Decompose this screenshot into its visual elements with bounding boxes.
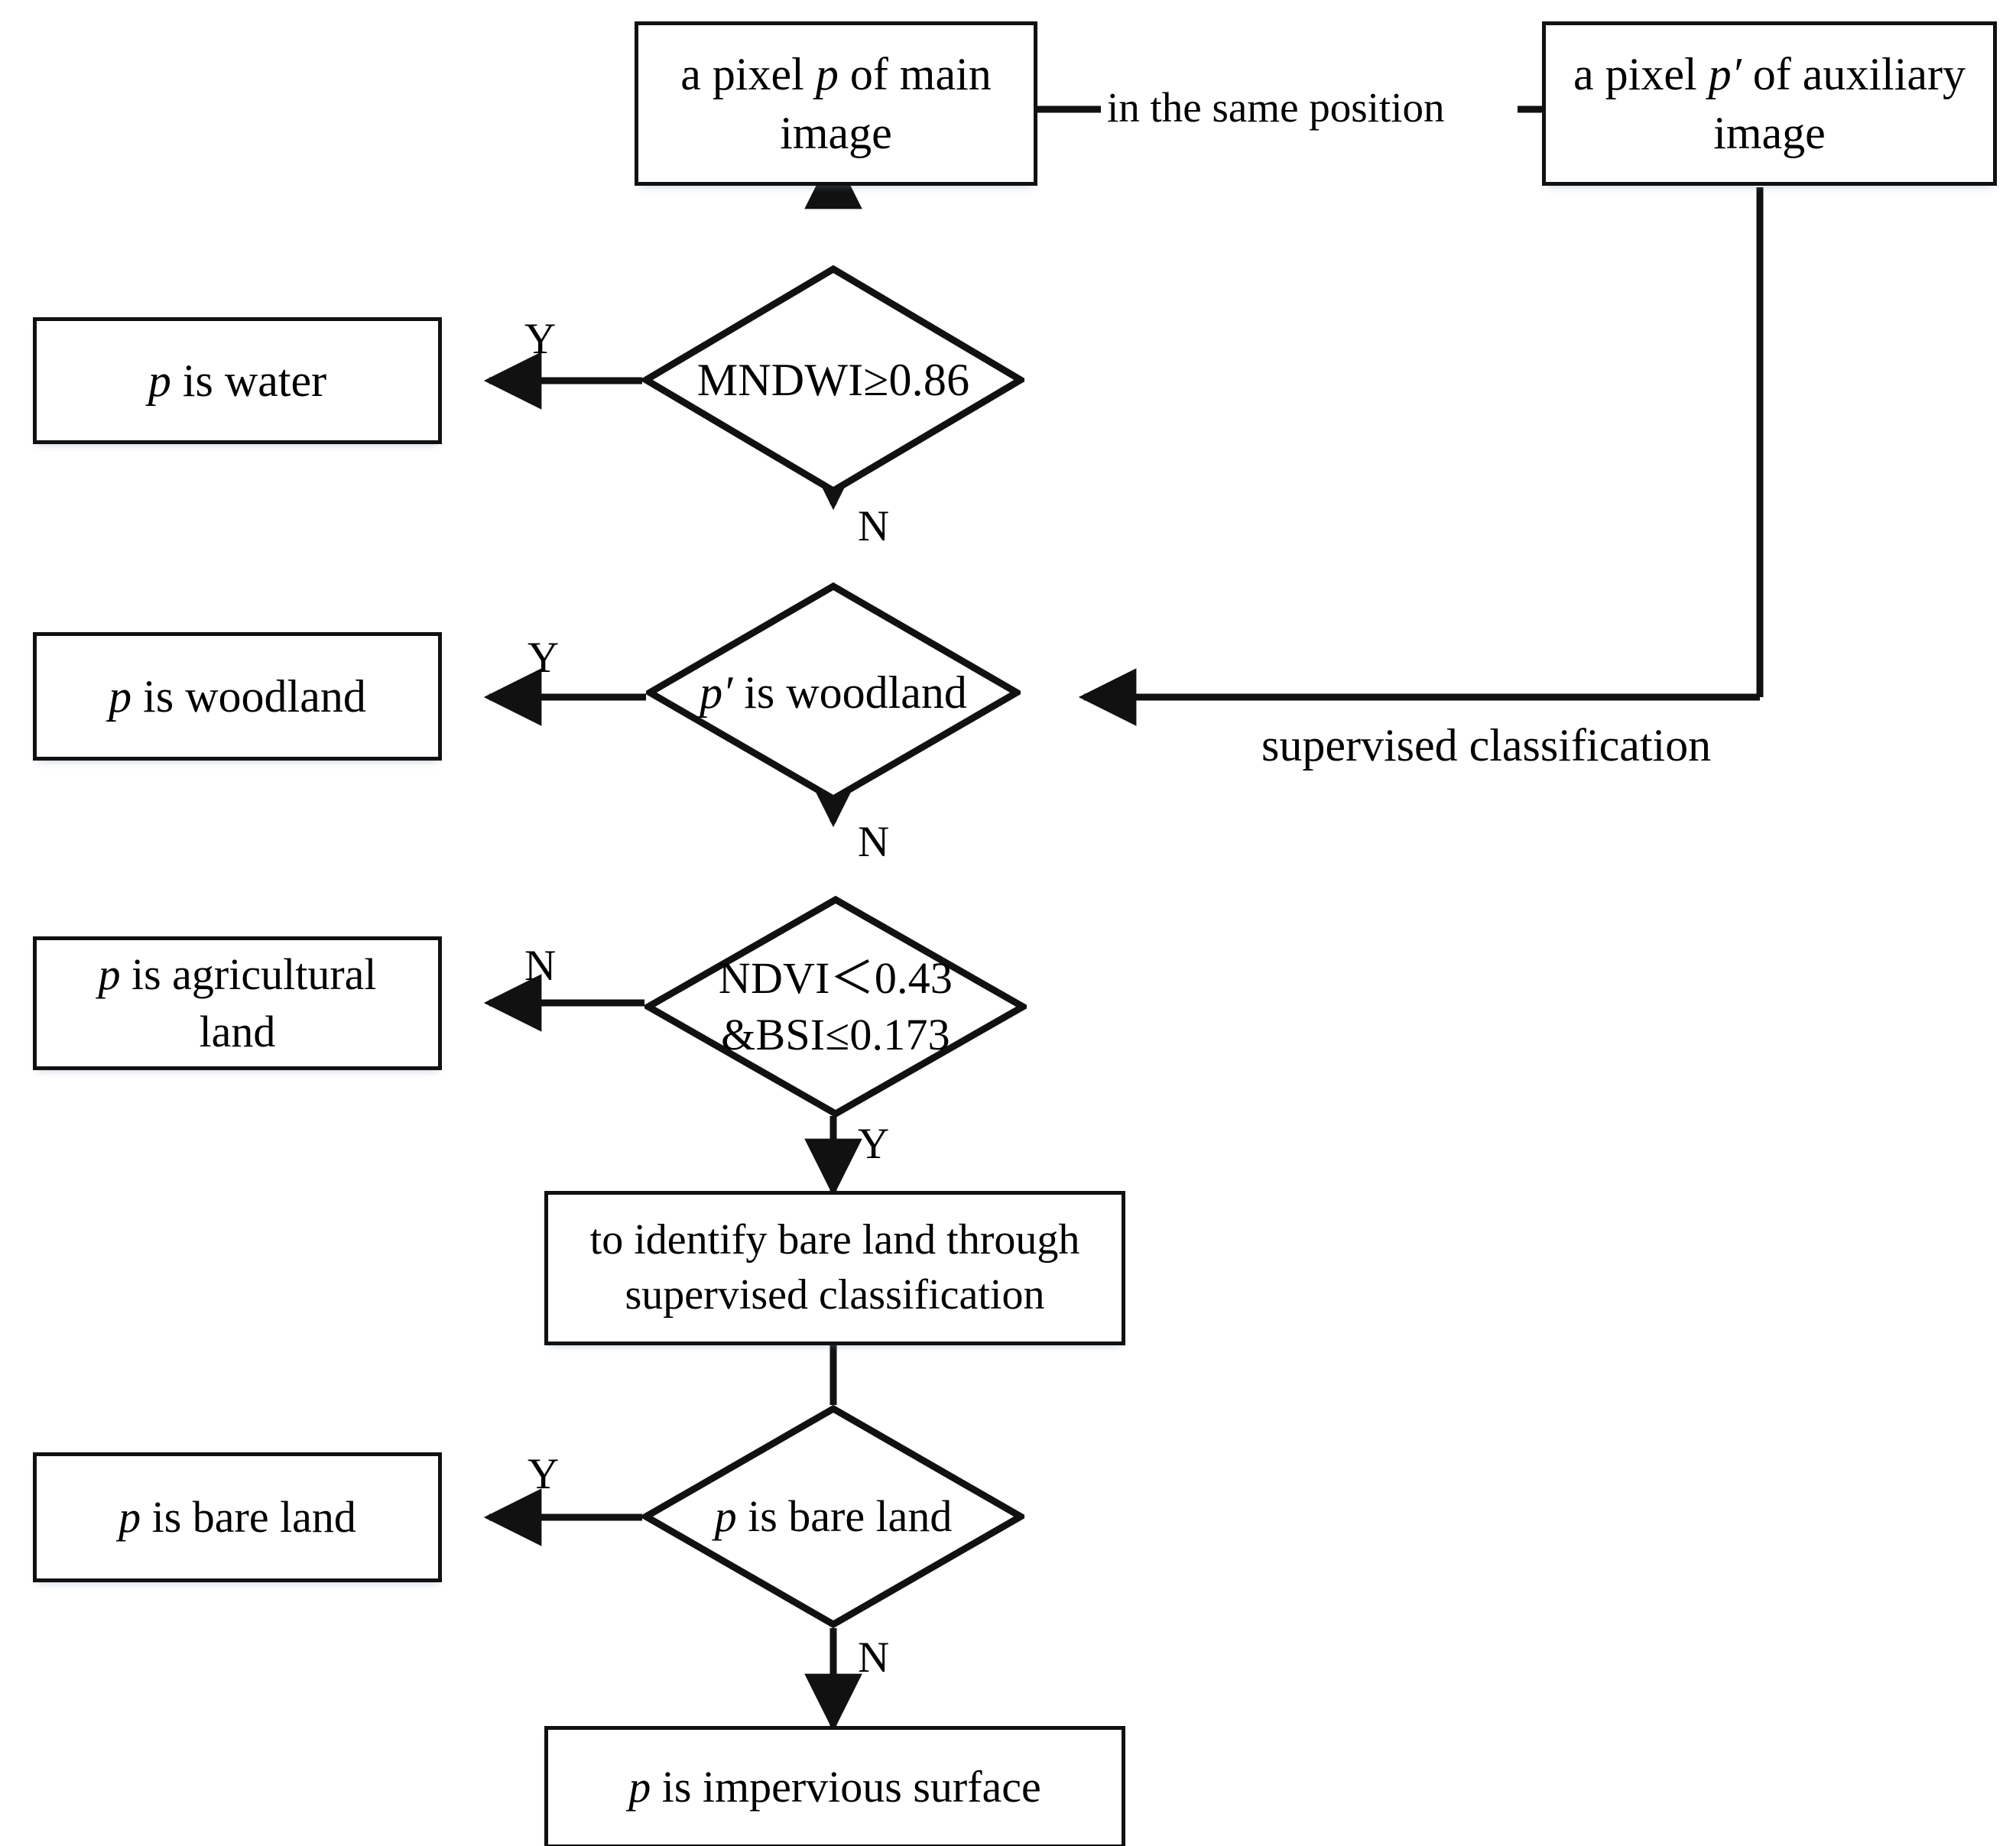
agri-line2: land bbox=[199, 1006, 276, 1056]
diamond-shape bbox=[642, 265, 1024, 495]
p-is-bare-land-text: p is bare land bbox=[118, 1491, 356, 1542]
edge-label-same-position: in the same position bbox=[1101, 86, 1451, 128]
node-p-is-bare-land[interactable]: p is bare land bbox=[33, 1452, 442, 1582]
edge-label-bare-yes: Y bbox=[528, 1450, 560, 1498]
node-aux-pixel[interactable]: a pixel p′ of auxiliary image bbox=[1542, 21, 1997, 186]
diamond-shape bbox=[646, 582, 1021, 803]
ndvi-line2: &BSI≤0.173 bbox=[721, 1010, 950, 1059]
p-is-woodland-text: p is woodland bbox=[109, 670, 366, 722]
edge-label-woodland-no: N bbox=[858, 818, 890, 866]
aux-pixel-line2: image bbox=[1713, 107, 1826, 158]
edge-label-mndwi-yes: Y bbox=[524, 315, 557, 363]
node-p-is-impervious-surface[interactable]: p is impervious surface bbox=[544, 1726, 1125, 1846]
agri-line1: p is agricultural bbox=[98, 949, 377, 1000]
edge-label-supervised-classification: supervised classification bbox=[1261, 720, 1712, 771]
node-mndwi-decision[interactable]: MNDWI≥0.86 bbox=[642, 265, 1024, 495]
mndwi-text: MNDWI≥0.86 bbox=[696, 354, 970, 405]
ndvi-bsi-text: NDVI＜0.43 &BSI≤0.173 bbox=[674, 950, 998, 1063]
node-p-is-woodland[interactable]: p is woodland bbox=[33, 632, 442, 761]
diamond-shape bbox=[644, 896, 1027, 1118]
edge-label-woodland-yes: Y bbox=[528, 634, 560, 682]
node-p-is-agricultural-land[interactable]: p is agricultural land bbox=[33, 936, 442, 1070]
edge-label-mndwi-no: N bbox=[858, 502, 890, 550]
p-is-water-text: p is water bbox=[148, 355, 327, 406]
edge-label-ndvi-no: N bbox=[524, 942, 557, 990]
main-pixel-line1: a pixel p of main bbox=[680, 48, 992, 99]
node-bare-land-decision[interactable]: p is bare land bbox=[642, 1405, 1024, 1628]
edge-label-ndvi-yes: Y bbox=[858, 1120, 890, 1168]
main-pixel-line2: image bbox=[780, 107, 892, 158]
aux-pixel-line1: a pixel p′ of auxiliary bbox=[1573, 48, 1966, 99]
ndvi-line1: NDVI＜0.43 bbox=[718, 952, 953, 1003]
bare-land-decision-text: p is bare land bbox=[714, 1491, 953, 1541]
woodland-decision-text: p′ is woodland bbox=[700, 667, 967, 718]
diamond-shape bbox=[642, 1405, 1024, 1628]
node-woodland-decision[interactable]: p′ is woodland bbox=[646, 582, 1021, 803]
node-p-is-water[interactable]: p is water bbox=[33, 317, 442, 444]
node-main-pixel[interactable]: a pixel p of main image bbox=[635, 21, 1037, 186]
impervious-text: p is impervious surface bbox=[628, 1761, 1041, 1812]
edge-label-bare-no: N bbox=[858, 1633, 890, 1682]
bare-proc-line1: to identify bare land through bbox=[589, 1216, 1080, 1264]
bare-proc-line2: supervised classification bbox=[625, 1271, 1045, 1319]
node-ndvi-bsi-decision[interactable]: NDVI＜0.43 &BSI≤0.173 bbox=[644, 896, 1027, 1118]
node-identify-bare-land-process[interactable]: to identify bare land through supervised… bbox=[544, 1191, 1125, 1345]
